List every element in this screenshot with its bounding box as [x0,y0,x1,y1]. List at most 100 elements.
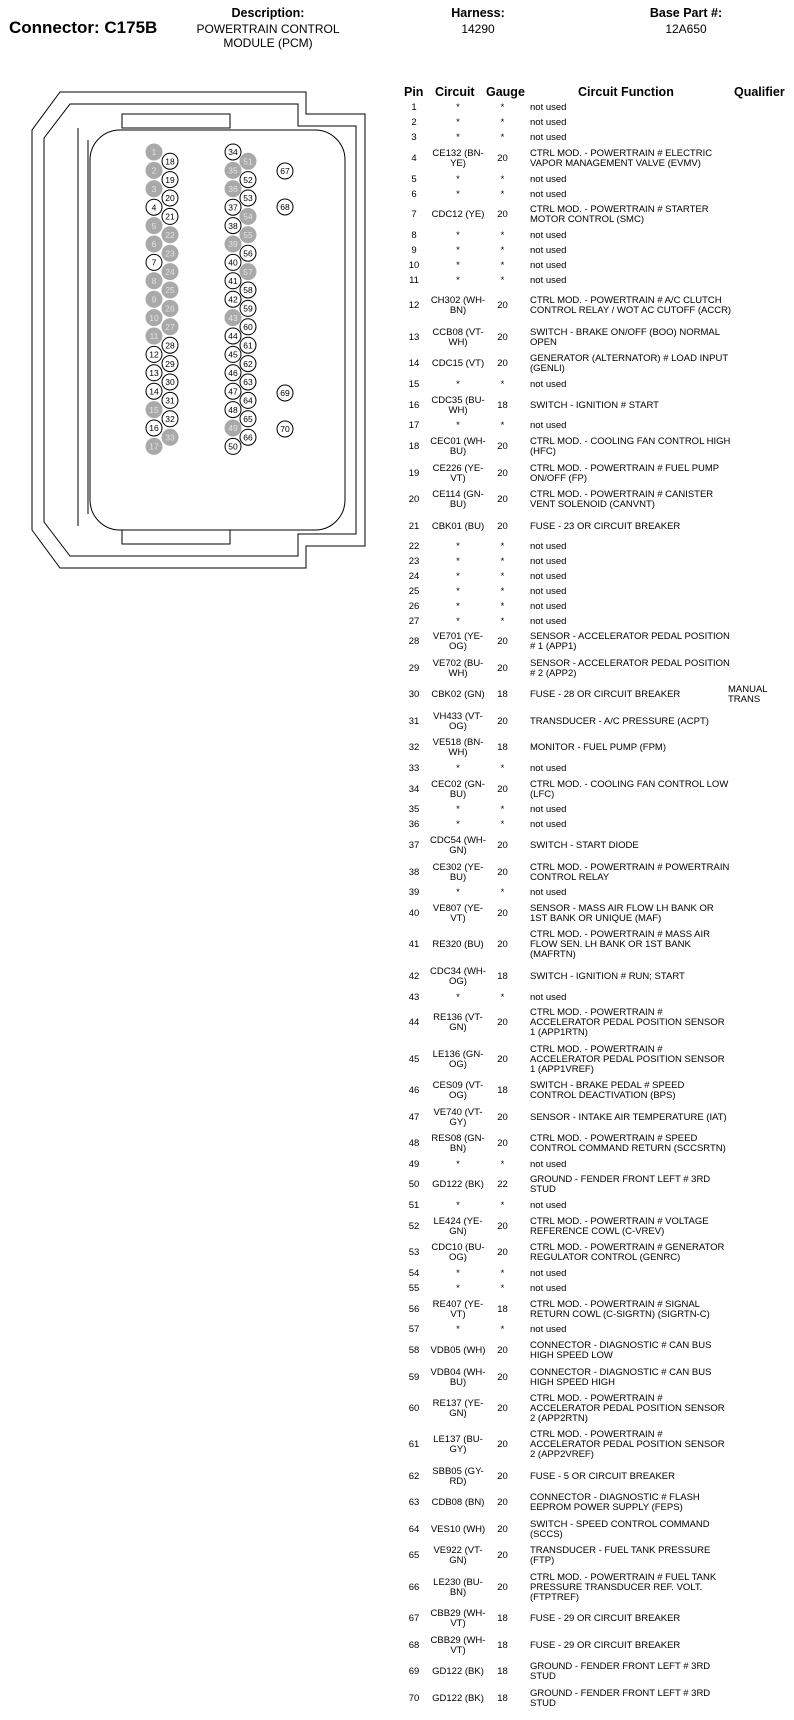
table-row: 51**not used [400,1199,794,1214]
circuit-function-cell: CONNECTOR - DIAGNOSTIC # FLASH EEPROM PO… [530,1492,700,1514]
pin-cell: 43 [408,991,420,1003]
circuit-cell: CDC12 (YE) [431,209,485,221]
circuit-function-cell: not used [530,259,567,271]
pin-number-label: 39 [228,239,238,249]
pin-cell: 17 [408,420,420,432]
gauge-cell: 20 [497,939,508,951]
pin-circle [145,345,163,363]
circuit-function-cell: CTRL MOD. - POWERTRAIN # FUEL TANK PRESS… [530,1571,717,1603]
connector-pin-29: 29 [161,355,179,373]
harness-label: Harness: [451,6,505,20]
gauge-cell: 20 [497,1402,508,1414]
circuit-cell: CBB29 (WH-VT) [430,1634,486,1656]
pin-number-label: 12 [149,350,159,360]
pin-cell: 36 [408,819,420,831]
pin-number-label: 63 [243,377,253,387]
circuit-cell: * [456,117,460,129]
circuit-cell: VE518 (BN-WH) [432,737,484,759]
gauge-cell: * [500,132,505,144]
pin-cell: 70 [408,1692,420,1704]
circuit-cell: CE226 (YE-VT) [432,462,484,484]
gauge-cell: 18 [497,1303,508,1315]
circuit-function-cell: not used [530,1324,567,1336]
circuit-cell: CE302 (YE-BU) [432,861,484,883]
pin-cell: 40 [408,907,420,919]
circuit-cell: RE320 (BU) [432,939,484,951]
connector-pin-35: 35 [224,161,242,179]
connector-pin-36: 36 [224,180,242,198]
gauge-cell: 20 [497,467,508,479]
pin-number-label: 47 [228,386,238,396]
pin-number-label: 48 [228,405,238,415]
circuit-function-cell: SWITCH - IGNITION # RUN; START [530,970,685,982]
gauge-cell: * [500,615,505,627]
pin-number-label: 66 [243,432,253,442]
connector-pin-24: 24 [161,263,179,281]
table-row: 49**not used [400,1157,794,1172]
pin-cell: 56 [408,1303,420,1315]
pin-circle [161,336,179,354]
gauge-cell: 20 [497,1138,508,1150]
connector-pin-52: 52 [239,171,257,189]
pin-cell: 68 [408,1639,420,1651]
pin-circle [145,437,163,455]
latch-bottom [121,529,231,545]
circuit-cell: SBB05 (GY-RD) [432,1465,484,1487]
circuit-cell: GD122 (BK) [432,1179,484,1191]
gauge-cell: 20 [497,494,508,505]
connector-pin-57: 57 [239,263,257,281]
gauge-cell: 20 [497,840,508,852]
circuit-cell: CBK02 (GN) [431,689,485,701]
pin-number-label: 44 [228,331,238,341]
gauge-cell: 18 [497,1613,508,1625]
gauge-cell: 20 [497,152,508,164]
connector-pin-11: 11 [145,327,163,345]
circuit-function-cell: not used [530,571,567,582]
pin-circle [239,263,257,281]
connector-pin-4: 4 [145,198,163,216]
circuit-function-cell: CTRL MOD. - COOLING FAN CONTROL HIGH (HF… [530,436,731,458]
connector-pin-55: 55 [239,226,257,244]
pin-number-label: 4 [152,202,157,212]
pin-number-label: 55 [243,230,253,240]
gauge-cell: * [500,1324,505,1336]
housing-inner-outline [43,103,357,557]
circuit-function-cell: not used [530,1268,567,1280]
table-row: 36**not used [400,818,794,833]
gauge-cell: 18 [497,399,508,411]
circuit-function-cell: not used [530,804,567,816]
connector-pin-43: 43 [224,309,242,327]
qualifier-header: Qualifier [734,85,785,99]
pin-circle [276,198,294,216]
circuit-cell: VES10 (WH) [430,1523,486,1535]
pin-number-label: 16 [149,423,159,433]
connector-pin-60: 60 [239,318,257,336]
pin-number-label: 43 [228,313,238,323]
pin-number-label: 52 [243,175,253,185]
gauge-cell: * [500,1268,505,1280]
connector-pin-30: 30 [161,373,179,391]
pin-cell: 32 [408,742,420,754]
circuit-cell: * [456,274,460,286]
gauge-cell: 18 [497,1639,508,1651]
pin-cell: 39 [408,887,420,899]
pin-cell: 12 [408,300,420,312]
circuit-cell: * [456,1158,460,1170]
gauge-cell: 20 [497,1581,508,1593]
pin-cell: 53 [408,1247,420,1259]
pin-circle [224,290,242,308]
pin-cell: 31 [408,715,420,727]
pin-number-label: 37 [228,202,238,212]
pin-number-label: 34 [228,147,238,157]
pin-circle [145,327,163,345]
connector-pin-10: 10 [145,309,163,327]
pin-circle [161,373,179,391]
